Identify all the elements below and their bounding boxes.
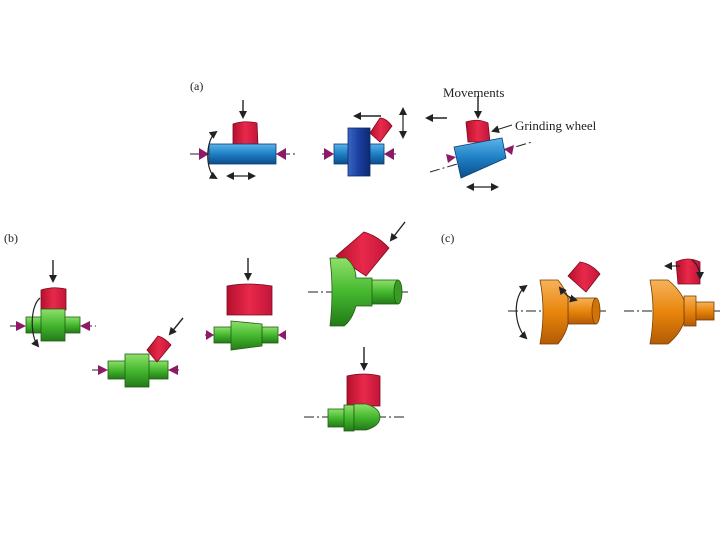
panel-a [190, 96, 533, 191]
label-b: (b) [4, 231, 18, 245]
a2-setup [322, 107, 407, 177]
a1-grinding-wheel [232, 121, 259, 147]
panel-c [508, 258, 720, 345]
a3-grinding-wheel [465, 119, 491, 143]
c2-workpiece [649, 279, 685, 345]
c2-collar [683, 295, 697, 327]
label-movements: Movements [443, 85, 505, 100]
b5-setup [304, 347, 404, 432]
c1-workpiece [539, 279, 569, 345]
b2-setup [92, 317, 184, 388]
b2-workpiece [124, 353, 150, 388]
a2-grinding-wheel [369, 117, 393, 143]
a3-workpiece [453, 137, 507, 179]
b3-grinding-wheel [226, 283, 273, 316]
c1-setup [508, 261, 606, 345]
b2-grinding-wheel [146, 335, 172, 363]
a1-rotation-arrow [207, 130, 218, 179]
label-c: (c) [441, 231, 455, 245]
b1-grinding-wheel [40, 287, 67, 311]
b4-workpiece [329, 257, 373, 327]
a3-setup [425, 96, 533, 191]
b4-setup [308, 221, 408, 327]
a1-setup [190, 100, 296, 180]
label-grinding-wheel: Grinding wheel [515, 118, 597, 133]
c1-grinding-wheel [567, 261, 601, 293]
a2-workpiece-flange [347, 127, 371, 177]
b1-workpiece [40, 308, 66, 342]
c2-grinding-wheel [675, 258, 701, 285]
b5-grinding-wheel [346, 373, 381, 407]
b5-ball-workpiece [353, 403, 381, 431]
a1-center-right [276, 148, 286, 160]
label-a: (a) [190, 79, 204, 93]
b3-tapered-workpiece [230, 320, 263, 351]
c2-setup [624, 258, 720, 345]
b3-setup [205, 258, 286, 351]
b4-grinding-wheel [335, 231, 390, 277]
a1-workpiece [208, 143, 277, 165]
b1-setup [10, 260, 96, 348]
panel-b [10, 221, 408, 432]
a1-center-left [199, 148, 209, 160]
